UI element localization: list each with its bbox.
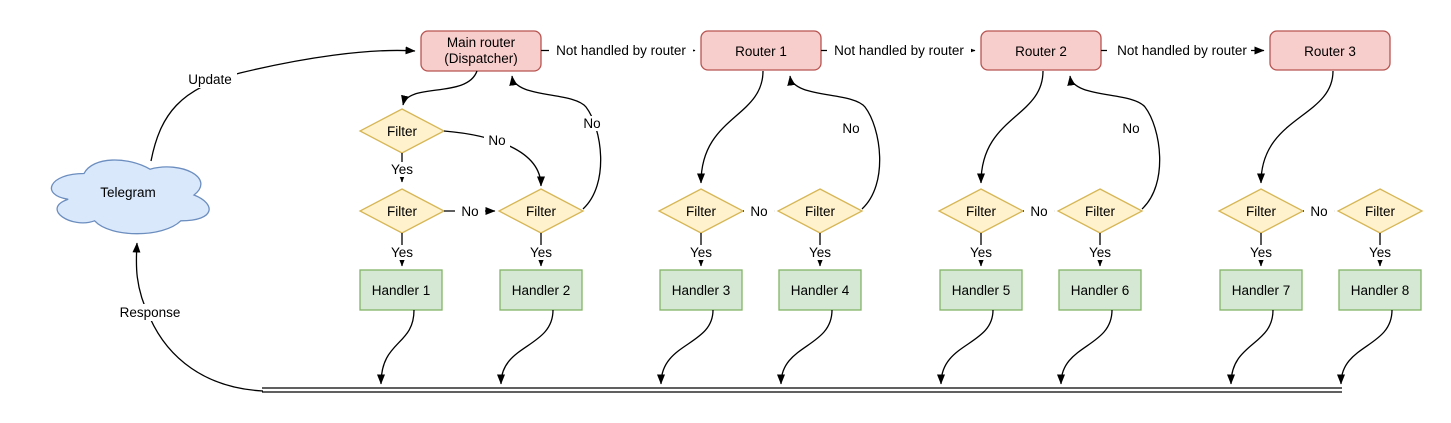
router-3-label: Router 3	[1304, 44, 1356, 59]
handler-to-bus-edge	[377, 309, 415, 385]
handler-to-bus-edge	[1227, 309, 1274, 385]
update-edge	[150, 46, 416, 162]
label-bg	[967, 245, 995, 260]
handler-8-node	[1338, 269, 1422, 311]
label-bg	[549, 43, 693, 59]
main-router-to-filter-edge	[401, 70, 478, 106]
no-label: No	[1310, 204, 1327, 219]
no-label: No	[488, 133, 505, 148]
handler-to-bus-edge	[1057, 309, 1113, 385]
not-handled-label-2: Not handled by router	[834, 43, 964, 58]
handler-to-bus-edge	[657, 309, 714, 385]
no-label: No	[750, 204, 767, 219]
router-1-label: Router 1	[735, 44, 787, 59]
no-label: No	[461, 204, 478, 219]
filter-label: Filter	[805, 204, 836, 219]
label-bg	[1107, 43, 1251, 59]
filter-label: Filter	[387, 124, 418, 139]
filter-no-loop-edge	[1067, 75, 1161, 210]
telegram-label: Telegram	[100, 185, 156, 200]
no-label: No	[1122, 121, 1139, 136]
yes-label: Yes	[530, 245, 552, 260]
filter-label: Filter	[387, 204, 418, 219]
label-bg	[388, 245, 416, 260]
update-label: Update	[188, 72, 232, 87]
router-3-to-filter-edge	[1257, 70, 1334, 184]
label-bg	[183, 71, 237, 88]
label-bg	[1118, 121, 1144, 136]
router-3-node	[1269, 30, 1391, 71]
handler-3-label: Handler 3	[672, 283, 731, 298]
handler-7-node	[1219, 269, 1303, 311]
label-bg	[388, 162, 416, 177]
filter-label: Filter	[966, 204, 997, 219]
handler-5-node	[939, 269, 1023, 311]
handler-to-bus-edge	[937, 309, 994, 385]
filter-no-edge	[443, 130, 545, 187]
handler-6-label: Handler 6	[1071, 283, 1130, 298]
label-bg	[744, 203, 774, 219]
label-bg	[579, 116, 605, 131]
label-bg	[1247, 245, 1275, 260]
handler-6-node	[1058, 269, 1142, 311]
yes-label: Yes	[1089, 245, 1111, 260]
no-label: No	[583, 116, 600, 131]
main-router-label-line1: Main router	[447, 35, 516, 50]
yes-label: Yes	[1369, 245, 1391, 260]
yes-label: Yes	[391, 245, 413, 260]
label-bg	[484, 133, 510, 148]
handler-1-label: Handler 1	[372, 283, 431, 298]
handler-8-label: Handler 8	[1351, 283, 1410, 298]
label-bg	[1024, 203, 1054, 219]
filter-no-loop-edge	[787, 75, 881, 210]
main-router-label-line2: (Dispatcher)	[444, 51, 518, 66]
label-bg	[838, 121, 864, 136]
response-label: Response	[120, 305, 181, 320]
filter-label: Filter	[1085, 204, 1116, 219]
router-1-to-filter-edge	[697, 70, 764, 184]
yes-label: Yes	[970, 245, 992, 260]
yes-label: Yes	[690, 245, 712, 260]
handler-2-label: Handler 2	[512, 283, 571, 298]
filter-no-loop-edge	[509, 75, 602, 210]
no-label: No	[1030, 204, 1047, 219]
handler-7-label: Handler 7	[1232, 283, 1291, 298]
handler-5-label: Handler 5	[952, 283, 1011, 298]
handler-2-node	[499, 269, 583, 311]
router-2-to-filter-edge	[977, 70, 1044, 184]
handler-4-label: Handler 4	[791, 283, 850, 298]
label-bg	[687, 245, 715, 260]
handler-to-bus-edge	[497, 309, 554, 385]
telegram-cloud	[50, 159, 210, 235]
filter-label: Filter	[1365, 204, 1396, 219]
handler-to-bus-edge	[1337, 309, 1393, 385]
response-edge	[132, 242, 264, 392]
router-2-label: Router 2	[1015, 44, 1067, 59]
label-bg	[113, 304, 187, 321]
filter-label: Filter	[526, 204, 557, 219]
filter-label: Filter	[686, 204, 717, 219]
label-bg	[1086, 245, 1114, 260]
handler-to-bus-edge	[777, 309, 833, 385]
no-label: No	[842, 121, 859, 136]
yes-label: Yes	[809, 245, 831, 260]
handler-3-node	[659, 269, 743, 311]
not-handled-label-3: Not handled by router	[1117, 43, 1247, 58]
yes-label: Yes	[391, 162, 413, 177]
handler-4-node	[778, 269, 862, 311]
label-bg	[1304, 203, 1334, 219]
filter-label: Filter	[1246, 204, 1277, 219]
label-bg	[827, 43, 971, 59]
yes-label: Yes	[1250, 245, 1272, 260]
handler-1-node	[359, 269, 443, 311]
label-bg	[806, 245, 834, 260]
label-bg	[455, 203, 485, 219]
not-handled-label-1: Not handled by router	[556, 43, 686, 58]
label-bg	[1366, 245, 1394, 260]
label-bg	[527, 245, 555, 260]
